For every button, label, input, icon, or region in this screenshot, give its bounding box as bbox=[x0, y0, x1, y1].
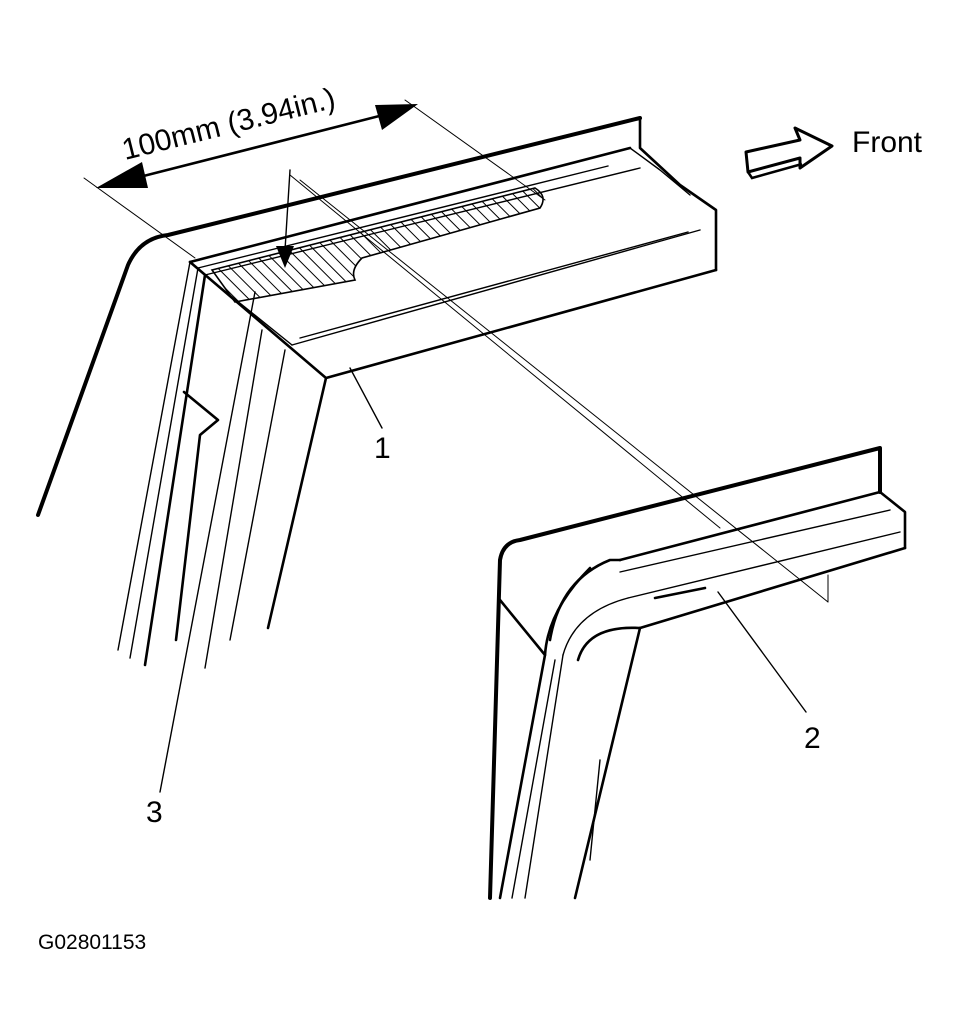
hatched-adhesive-area bbox=[210, 187, 544, 303]
leader-1 bbox=[349, 367, 383, 429]
upper-door-frame bbox=[36, 116, 718, 669]
leader-lines bbox=[159, 291, 807, 793]
leader-2 bbox=[717, 591, 807, 713]
dimension-arrowhead-left bbox=[96, 162, 148, 188]
hatch-pointer-arrows bbox=[276, 169, 294, 268]
front-arrow-icon bbox=[744, 126, 834, 180]
dimension-arrow bbox=[96, 104, 418, 188]
reference-lines bbox=[83, 99, 829, 603]
figure-code: G02801153 bbox=[38, 931, 146, 954]
callout-3: 3 bbox=[146, 796, 163, 829]
callout-2: 2 bbox=[804, 722, 821, 755]
leader-3 bbox=[159, 291, 256, 793]
lower-door-frame bbox=[488, 446, 907, 900]
dimension-arrowhead-right bbox=[375, 104, 418, 130]
callout-1: 1 bbox=[374, 432, 391, 465]
front-label: Front bbox=[852, 126, 923, 159]
